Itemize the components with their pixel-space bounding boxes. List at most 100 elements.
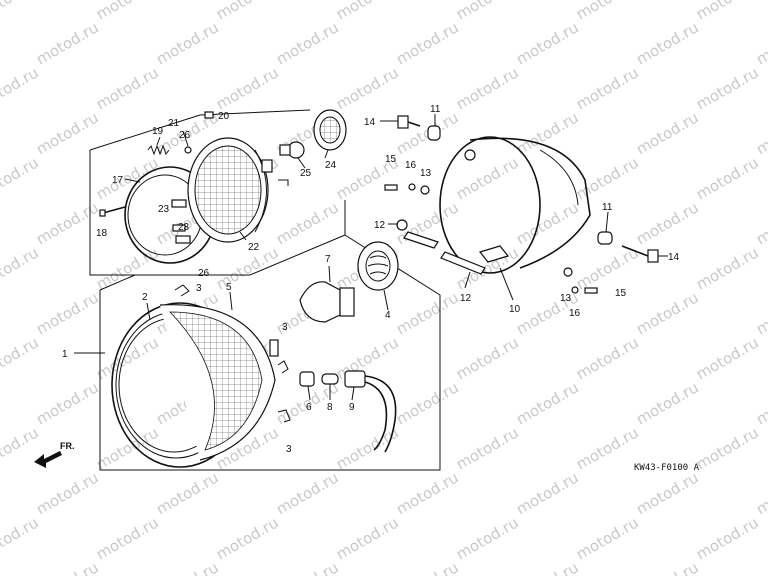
watermark-text: motod.ru — [453, 153, 522, 203]
callout-c19: 19 — [152, 126, 164, 137]
watermark-text: motod.ru — [753, 108, 768, 158]
watermark-text: motod.ru — [633, 18, 702, 68]
callout-c3b: 3 — [282, 322, 288, 333]
screw-part-15b — [584, 287, 598, 294]
watermark-text: motod.ru — [453, 333, 522, 383]
watermark-text: motod.ru — [33, 288, 102, 338]
watermark-text: motod.ru — [753, 558, 768, 576]
watermark-text: motod.ru — [633, 198, 702, 248]
socket-part-4 — [357, 241, 399, 291]
washer-part-13b — [563, 267, 573, 277]
watermark-text: motod.ru — [693, 423, 762, 473]
watermark-text: motod.ru — [753, 288, 768, 338]
watermark-text: motod.ru — [693, 513, 762, 563]
front-direction-arrow: FR. — [34, 441, 75, 468]
watermark-text: motod.ru — [93, 0, 162, 23]
callout-c23a: 23 — [158, 204, 170, 215]
watermark-text: motod.ru — [393, 288, 462, 338]
watermark-text: motod.ru — [213, 63, 282, 113]
watermark-text: motod.ru — [93, 423, 162, 473]
callout-c23b: 23 — [178, 222, 190, 233]
bulb-part-8 — [321, 373, 339, 385]
watermark-text: motod.ru — [333, 63, 402, 113]
watermark-text: motod.ru — [453, 63, 522, 113]
bracket-part-12b — [440, 251, 486, 275]
callout-c5: 5 — [226, 282, 232, 293]
watermark-text: motod.ru — [393, 468, 462, 518]
nut-part-21 — [184, 146, 192, 154]
callout-c4: 4 — [385, 310, 391, 321]
callout-c10: 10 — [509, 304, 521, 315]
callout-c7: 7 — [325, 254, 331, 265]
watermark-text: motod.ru — [213, 0, 282, 23]
watermark-text: motod.ru — [33, 468, 102, 518]
callout-c20: 20 — [218, 111, 230, 122]
leader-lines — [74, 114, 668, 401]
callout-c1: 1 — [62, 349, 68, 360]
watermark-text: motod.ru — [513, 108, 582, 158]
clip-part-3b — [277, 360, 289, 374]
watermark-text: motod.ru — [393, 378, 462, 428]
bulb-part-25 — [278, 141, 305, 186]
watermark-text: motod.ru — [0, 333, 42, 383]
watermark-text: motod.ru — [273, 18, 342, 68]
callout-c26b: 26 — [198, 268, 210, 279]
callout-c14a: 14 — [364, 117, 376, 128]
watermark-text: motod.ru — [153, 558, 222, 576]
watermark-text: motod.ru — [93, 63, 162, 113]
callout-c14b: 14 — [668, 252, 680, 263]
lens-unit-part — [187, 137, 273, 243]
socket-cover-part-24 — [313, 109, 347, 151]
callout-c3c: 3 — [286, 444, 292, 455]
watermark-text: motod.ru — [273, 468, 342, 518]
watermark-text: motod.ru — [0, 423, 42, 473]
watermark-text: motod.ru — [513, 18, 582, 68]
callout-c8: 8 — [327, 402, 333, 413]
watermark-text: motod.ru — [93, 243, 162, 293]
watermark-text: motod.ru — [633, 378, 702, 428]
callout-c25: 25 — [300, 168, 312, 179]
watermark-text: motod.ru — [0, 153, 42, 203]
watermark-text: motod.ru — [33, 18, 102, 68]
watermark-text: motod.ru — [0, 63, 42, 113]
watermark-text: motod.ru — [93, 153, 162, 203]
callout-c13a: 13 — [420, 168, 432, 179]
watermark-text: motod.ru — [93, 333, 162, 383]
rim-ring-part — [124, 166, 216, 264]
watermark-text: motod.ru — [0, 0, 42, 23]
watermark-text: motod.ru — [453, 0, 522, 23]
callout-c16b: 16 — [569, 308, 581, 319]
washer-part-13a — [420, 185, 430, 195]
watermark-text: motod.ru — [573, 333, 642, 383]
watermark-text: motod.ru — [153, 18, 222, 68]
watermark-text: motod.ru — [693, 0, 762, 23]
callout-c11b: 11 — [602, 202, 613, 213]
callout-c17: 17 — [112, 175, 124, 186]
watermark-text: motod.ru — [333, 423, 402, 473]
watermark-text: motod.ru — [753, 378, 768, 428]
watermark-text: motod.ru — [273, 558, 342, 576]
bracket-part-12a — [403, 231, 439, 249]
callout-c18: 18 — [96, 228, 108, 239]
callout-c13b: 13 — [560, 293, 572, 304]
watermark-text: motod.ru — [573, 423, 642, 473]
watermark-text: motod.ru — [33, 198, 102, 248]
watermark-text: motod.ru — [33, 108, 102, 158]
callout-c3a: 3 — [196, 283, 202, 294]
callout-c22: 22 — [248, 242, 260, 253]
callout-c9: 9 — [349, 402, 355, 413]
group-outline-lower — [99, 234, 441, 471]
watermark-text: motod.ru — [333, 513, 402, 563]
watermark-text: motod.ru — [93, 513, 162, 563]
clip-part-20 — [204, 111, 214, 119]
watermark-text: motod.ru — [753, 18, 768, 68]
collar-part-11a — [427, 125, 441, 141]
callout-c12a: 12 — [374, 220, 386, 231]
watermark-text: motod.ru — [513, 468, 582, 518]
watermark-text: motod.ru — [573, 513, 642, 563]
watermark-text: motod.ru — [393, 558, 462, 576]
bolt-part-14a — [397, 115, 421, 129]
watermark-text: motod.ru — [753, 468, 768, 518]
